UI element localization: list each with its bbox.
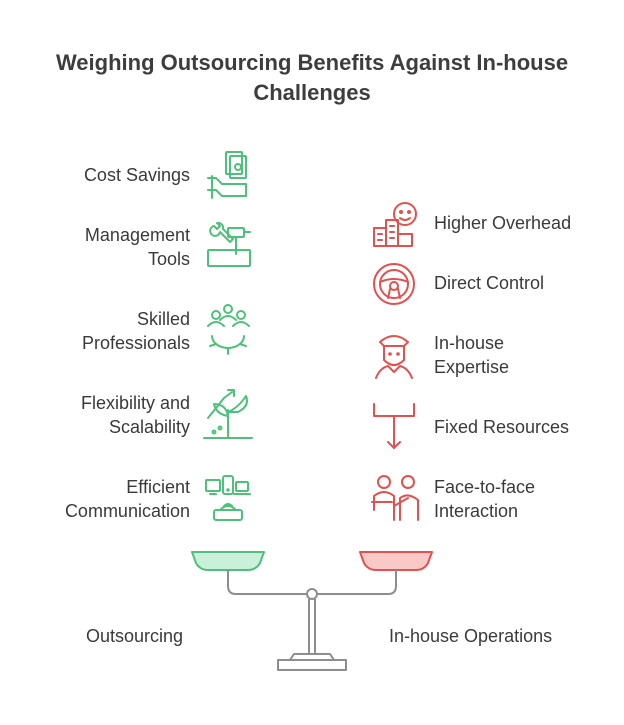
scale-base [277, 653, 347, 671]
left-item-skilled-professionals: Skilled Professionals [81, 309, 190, 353]
title-line-1: Weighing Outsourcing Benefits Against In… [55, 50, 569, 75]
left-item-cost-savings: Cost Savings [83, 165, 190, 185]
money-hand-icon [207, 151, 247, 199]
devices-network-icon [205, 475, 251, 521]
right-item-face-to-face: Face-to-face Interaction [434, 477, 536, 521]
tools-icon [207, 221, 251, 267]
outsourcing-pan [191, 551, 265, 571]
caption-inhouse: In-house Operations [389, 626, 553, 646]
inhouse-pan [359, 551, 433, 571]
scale-pillar [308, 599, 316, 654]
fixed-arrow-icon [373, 403, 415, 449]
growth-plant-icon [203, 389, 253, 439]
caption-outsourcing: Outsourcing [86, 626, 184, 646]
person-building-icon [373, 202, 417, 247]
expert-person-icon [375, 335, 413, 379]
right-item-direct-control: Direct Control [434, 273, 545, 293]
scale-pivot [306, 588, 318, 600]
balance-scale [191, 551, 433, 671]
right-item-fixed-resources: Fixed Resources [434, 417, 570, 437]
left-item-management-tools: Management Tools [84, 225, 190, 269]
left-item-flexibility: Flexibility and Scalability [80, 393, 190, 437]
left-item-communication: Efficient Communication [64, 477, 190, 521]
right-item-inhouse-expertise: In-house Expertise [434, 333, 510, 377]
right-item-higher-overhead: Higher Overhead [434, 213, 572, 233]
meeting-people-icon [371, 475, 419, 521]
people-gear-icon [207, 304, 250, 355]
steering-wheel-icon [373, 263, 415, 305]
title-line-2: Challenges [253, 80, 371, 105]
diagram-title: Weighing Outsourcing Benefits Against In… [0, 48, 624, 108]
